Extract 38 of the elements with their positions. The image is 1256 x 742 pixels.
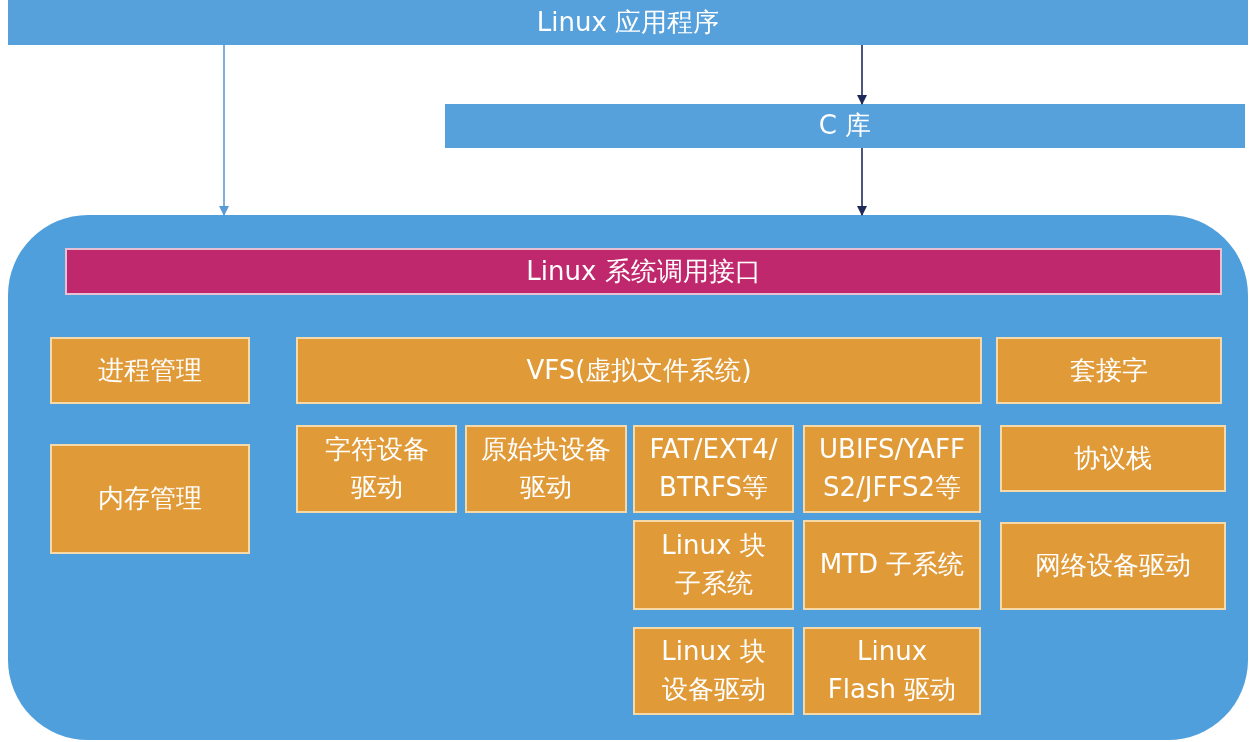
layer-bar <box>8 0 1248 45</box>
module-label: 网络设备驱动 <box>1034 549 1192 583</box>
kernel-panel <box>8 215 1248 740</box>
module-label: Linux 块设备驱动 <box>660 635 767 706</box>
module-box <box>50 444 250 554</box>
layer-label: C 库 <box>817 109 873 143</box>
module-label: 字符设备驱动 <box>323 433 430 504</box>
module-label: 原始块设备驱动 <box>480 433 612 504</box>
module-box <box>50 337 250 404</box>
module-box <box>633 425 794 513</box>
module-box <box>803 520 981 610</box>
module-box <box>1000 425 1226 492</box>
module-box <box>465 425 627 513</box>
layer-label: Linux 应用程序 <box>535 5 721 39</box>
module-label: Linux 块子系统 <box>660 529 767 600</box>
module-box <box>803 425 981 513</box>
interface-bar <box>65 248 1222 295</box>
arrow <box>857 147 867 216</box>
module-box <box>633 627 794 715</box>
module-box <box>803 627 981 715</box>
module-box <box>296 425 457 513</box>
module-label: 内存管理 <box>97 482 203 516</box>
module-box <box>296 337 982 404</box>
arrow <box>857 44 867 105</box>
module-label: 进程管理 <box>97 353 203 387</box>
layer-bar <box>445 104 1245 148</box>
module-label: Linux Flash 驱动 <box>826 635 958 706</box>
module-box <box>1000 522 1226 610</box>
module-label: 协议栈 <box>1073 441 1153 475</box>
module-label: 套接字 <box>1069 353 1149 387</box>
module-label: UBIFS/YAFFS2/JFFS2等 <box>818 433 966 504</box>
module-label: MTD 子系统 <box>818 548 966 582</box>
module-label: FAT/EXT4/BTRFS等 <box>648 433 779 504</box>
module-label: VFS(虚拟文件系统) <box>525 353 753 387</box>
module-box <box>996 337 1222 404</box>
module-box <box>633 520 794 610</box>
arrow <box>219 44 229 216</box>
interface-label: Linux 系统调用接口 <box>525 254 762 288</box>
